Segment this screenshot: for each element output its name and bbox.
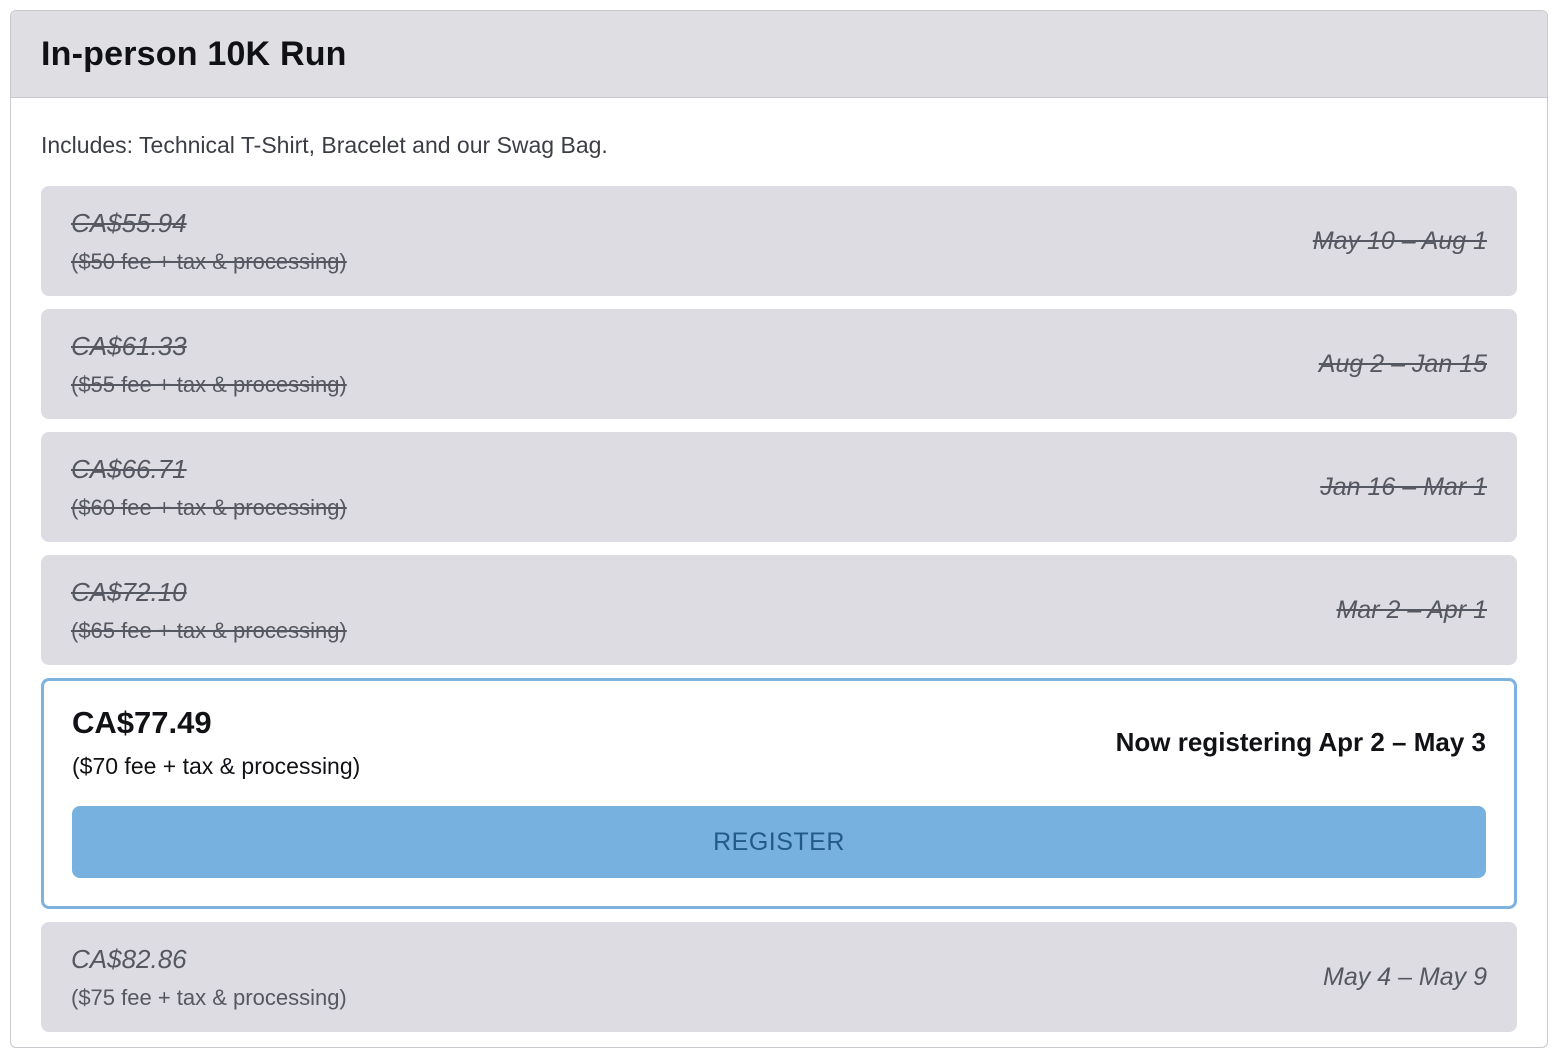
card-header: In-person 10K Run xyxy=(11,11,1547,98)
tier-dates: Jan 16 – Mar 1 xyxy=(1320,472,1487,501)
includes-text: Includes: Technical T-Shirt, Bracelet an… xyxy=(41,132,608,158)
price-block: CA$72.10 ($65 fee + tax & processing) xyxy=(71,577,347,644)
pricing-tier-past-4: CA$72.10 ($65 fee + tax & processing) Ma… xyxy=(41,555,1517,665)
price-block: CA$55.94 ($50 fee + tax & processing) xyxy=(71,208,347,275)
tier-dates: May 4 – May 9 xyxy=(1323,962,1487,991)
page-title: In-person 10K Run xyxy=(41,34,347,73)
price-block: CA$77.49 ($70 fee + tax & processing) xyxy=(72,705,360,780)
price-block: CA$82.86 ($75 fee + tax & processing) xyxy=(71,944,347,1011)
pricing-tier-past-2: CA$61.33 ($55 fee + tax & processing) Au… xyxy=(41,309,1517,419)
tier-fee: ($55 fee + tax & processing) xyxy=(71,371,347,397)
registration-card: In-person 10K Run Includes: Technical T-… xyxy=(10,10,1548,1048)
tier-price: CA$72.10 xyxy=(71,576,187,607)
pricing-tier-past-3: CA$66.71 ($60 fee + tax & processing) Ja… xyxy=(41,432,1517,542)
tier-dates: May 10 – Aug 1 xyxy=(1312,226,1487,255)
tier-dates: Aug 2 – Jan 15 xyxy=(1318,349,1487,378)
tier-fee: ($75 fee + tax & processing) xyxy=(71,984,347,1010)
pricing-tier-active: CA$77.49 ($70 fee + tax & processing) No… xyxy=(41,678,1517,909)
tier-price: CA$66.71 xyxy=(71,453,187,484)
tier-price: CA$61.33 xyxy=(71,330,187,361)
price-block: CA$66.71 ($60 fee + tax & processing) xyxy=(71,454,347,521)
now-registering-dates: Now registering Apr 2 – May 3 xyxy=(1115,727,1486,757)
tier-price: CA$82.86 xyxy=(71,943,187,974)
tier-fee: ($60 fee + tax & processing) xyxy=(71,494,347,520)
register-button[interactable]: REGISTER xyxy=(72,806,1486,878)
tier-fee: ($70 fee + tax & processing) xyxy=(72,753,361,779)
card-body: Includes: Technical T-Shirt, Bracelet an… xyxy=(11,98,1547,1047)
pricing-tier-past-1: CA$55.94 ($50 fee + tax & processing) Ma… xyxy=(41,186,1517,296)
tier-fee: ($65 fee + tax & processing) xyxy=(71,617,347,643)
tier-price: CA$77.49 xyxy=(72,705,212,740)
price-block: CA$61.33 ($55 fee + tax & processing) xyxy=(71,331,347,398)
tier-fee: ($50 fee + tax & processing) xyxy=(71,248,347,274)
pricing-tier-future: CA$82.86 ($75 fee + tax & processing) Ma… xyxy=(41,922,1517,1032)
tier-dates: Mar 2 – Apr 1 xyxy=(1336,595,1487,624)
tier-price: CA$55.94 xyxy=(71,207,187,238)
active-tier-top-row: CA$77.49 ($70 fee + tax & processing) No… xyxy=(72,705,1486,780)
